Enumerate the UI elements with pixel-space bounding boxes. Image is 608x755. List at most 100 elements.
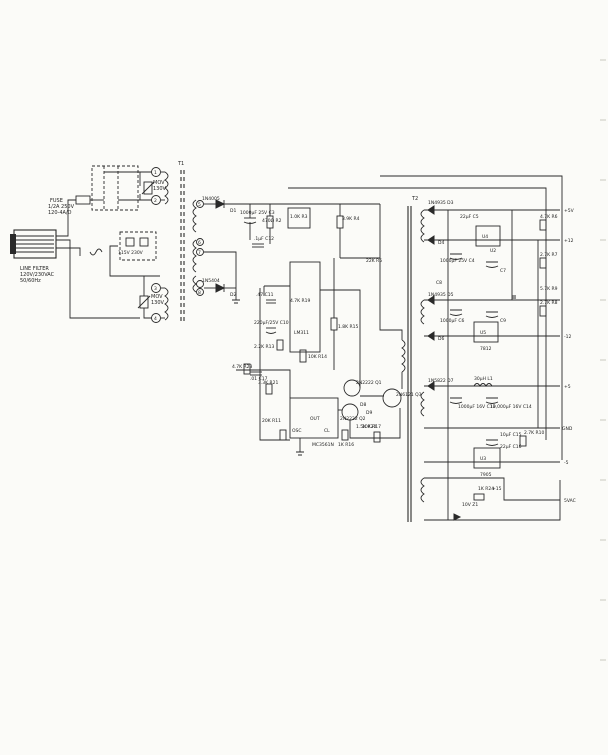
mov-top-label-1: MOV — [153, 180, 165, 186]
q-mid-label: 2N2222 Q2 — [340, 416, 366, 422]
r5-label: 22K R5 — [366, 258, 382, 264]
pin-6: 6 — [198, 240, 201, 246]
r13-label: 2.2K R13 — [254, 344, 275, 350]
u5-label: U5 — [480, 330, 486, 336]
regulators: U4 U5 7812 U3 7905 U2 — [473, 225, 501, 478]
c17-label: .01 C17 — [250, 376, 268, 382]
r2-label: 470Ω R2 — [262, 218, 282, 224]
t1-label: T1 — [177, 161, 184, 167]
u2-label: U2 — [490, 248, 496, 254]
ic-bottom-label: MC3561N — [312, 442, 334, 448]
out-c14: 10,000µF 16V C14 — [490, 404, 532, 410]
rail-plus-5: +5 — [564, 384, 571, 390]
out-c4: 1000µF 25V C4 — [440, 258, 475, 264]
mov-bot-label-2: 130V — [151, 300, 165, 306]
out-r7: 2.7K R7 — [540, 252, 558, 258]
rail-gnd: GND — [562, 426, 573, 432]
t2-label: T2 — [411, 196, 418, 202]
r14-label: 10K R14 — [308, 354, 327, 360]
rail-5v: +5V — [564, 208, 575, 214]
c10-label: 220µF/25V C10 — [254, 320, 289, 326]
out-r6: 4.7K R6 — [540, 214, 558, 220]
fuse-label-1: FUSE — [50, 198, 63, 204]
output-passives: 1N4935 D3 D4 1N4935 D5 D6 1N5822 D7 1000… — [428, 200, 558, 508]
d1-type: 1N4005 — [202, 196, 220, 202]
transformer-t2: T2 — [407, 196, 425, 522]
fuse-label-2: 1/2A 250V — [48, 204, 75, 210]
pin-3: 3 — [154, 286, 157, 292]
rail-minus-5: -5 — [564, 460, 569, 466]
d2-label: D2 — [230, 292, 236, 298]
out-d4: D4 — [438, 240, 444, 246]
osc-label: OSC — [292, 428, 302, 434]
ic-label: LM311 — [294, 330, 309, 336]
r3-label: 1.0K R3 — [290, 214, 308, 220]
u4-label: U4 — [482, 234, 488, 240]
ground-symbol — [56, 247, 103, 256]
cl-label: CL — [324, 428, 330, 434]
out-c15: 10µF C15 — [500, 432, 522, 438]
out-c13: 1000µF 16V C13 — [458, 404, 496, 410]
pin-5: 5 — [198, 202, 201, 208]
line-filter-label-1: LINE FILTER — [20, 266, 49, 272]
output-diodes — [427, 205, 462, 521]
reg-7812: 7812 — [480, 346, 492, 352]
out-d5: 1N4935 D5 — [428, 292, 454, 298]
d9-label: D9 — [366, 410, 372, 416]
out-c8: C8 — [436, 280, 442, 286]
rectifier-diodes: 1N4005 D1 1N5404 D2 — [202, 196, 236, 298]
pin-1: 1 — [154, 170, 157, 176]
line-filter-label-2: 120V/230VAC — [20, 272, 55, 278]
out-r24: 1K R24 — [478, 486, 494, 492]
pin-4: 4 — [154, 316, 157, 322]
r4-label: 3.9K R4 — [342, 216, 360, 222]
q-top-label: 2N2222 Q1 — [356, 380, 382, 386]
control-section: 1000µF 25V C3 470Ω R2 1.0K R3 3.9K R4 .1… — [232, 204, 422, 456]
input-section: LINE FILTER 120V/230VAC 50/60Hz FUSE 1/2… — [10, 165, 169, 323]
voltage-select-switch: 115V 230V — [109, 231, 160, 277]
reg-7905: 7905 — [480, 472, 492, 478]
d2-type: 1N5404 — [202, 278, 220, 284]
r11-label: 20K R11 — [262, 418, 281, 424]
out-c6: 1000µF C6 — [440, 318, 464, 324]
u3-label: U3 — [480, 456, 486, 462]
rail-12: +12 — [564, 238, 574, 244]
primary-pins: 1 2 3 4 — [151, 167, 161, 323]
out-d3: 1N4935 D3 — [428, 200, 454, 206]
out-d7: 1N5822 D7 — [428, 378, 454, 384]
c3-label: 1000µF 25V C3 — [240, 210, 275, 216]
r21-label: 3.3K R21 — [258, 380, 279, 386]
r16-label: 1K R16 — [338, 442, 354, 448]
line-filter-label-3: 50/60Hz — [20, 278, 41, 284]
rail-minus-12: -12 — [564, 334, 571, 340]
out-label: OUT — [310, 416, 320, 422]
r23-label: 4.7K R23 — [232, 364, 253, 370]
r19-label: 4.7K R19 — [290, 298, 311, 304]
out-z1: 10V Z1 — [462, 502, 478, 508]
out-d6: D6 — [438, 336, 444, 342]
pin-7: 7 — [198, 250, 201, 256]
d8-label: D8 — [360, 402, 366, 408]
out-c5: 22µF C5 — [460, 214, 479, 220]
mov-bottom: MOV 130V — [137, 294, 165, 309]
out-c7: C7 — [500, 268, 506, 274]
r15-label: 1.8K R15 — [338, 324, 359, 330]
c12-label: .1µF C12 — [254, 236, 274, 242]
out-r8: 2.7K R8 — [540, 300, 558, 306]
pin-8: 8 — [198, 290, 201, 296]
r20-label: 1.5K R20 — [356, 424, 377, 430]
d1-label: D1 — [230, 208, 236, 214]
switch-label: 115V 230V — [118, 250, 144, 256]
out-r9: 5.7K R9 — [540, 286, 558, 292]
out-c16: 22µF C16 — [500, 444, 522, 450]
out-l1: 30µH L1 — [474, 376, 493, 382]
out-c9: C9 — [500, 318, 506, 324]
rail-plus-15: +15 — [492, 486, 502, 492]
page-margin-ticks — [600, 59, 606, 661]
mov-bot-label-1: MOV — [151, 294, 163, 300]
fuse-label-3: 120-4A/D — [48, 210, 72, 216]
rail-5vac: 5VAC — [564, 498, 576, 504]
pin-2: 2 — [154, 198, 157, 204]
fuse: FUSE 1/2A 250V 120-4A/D — [48, 195, 91, 216]
